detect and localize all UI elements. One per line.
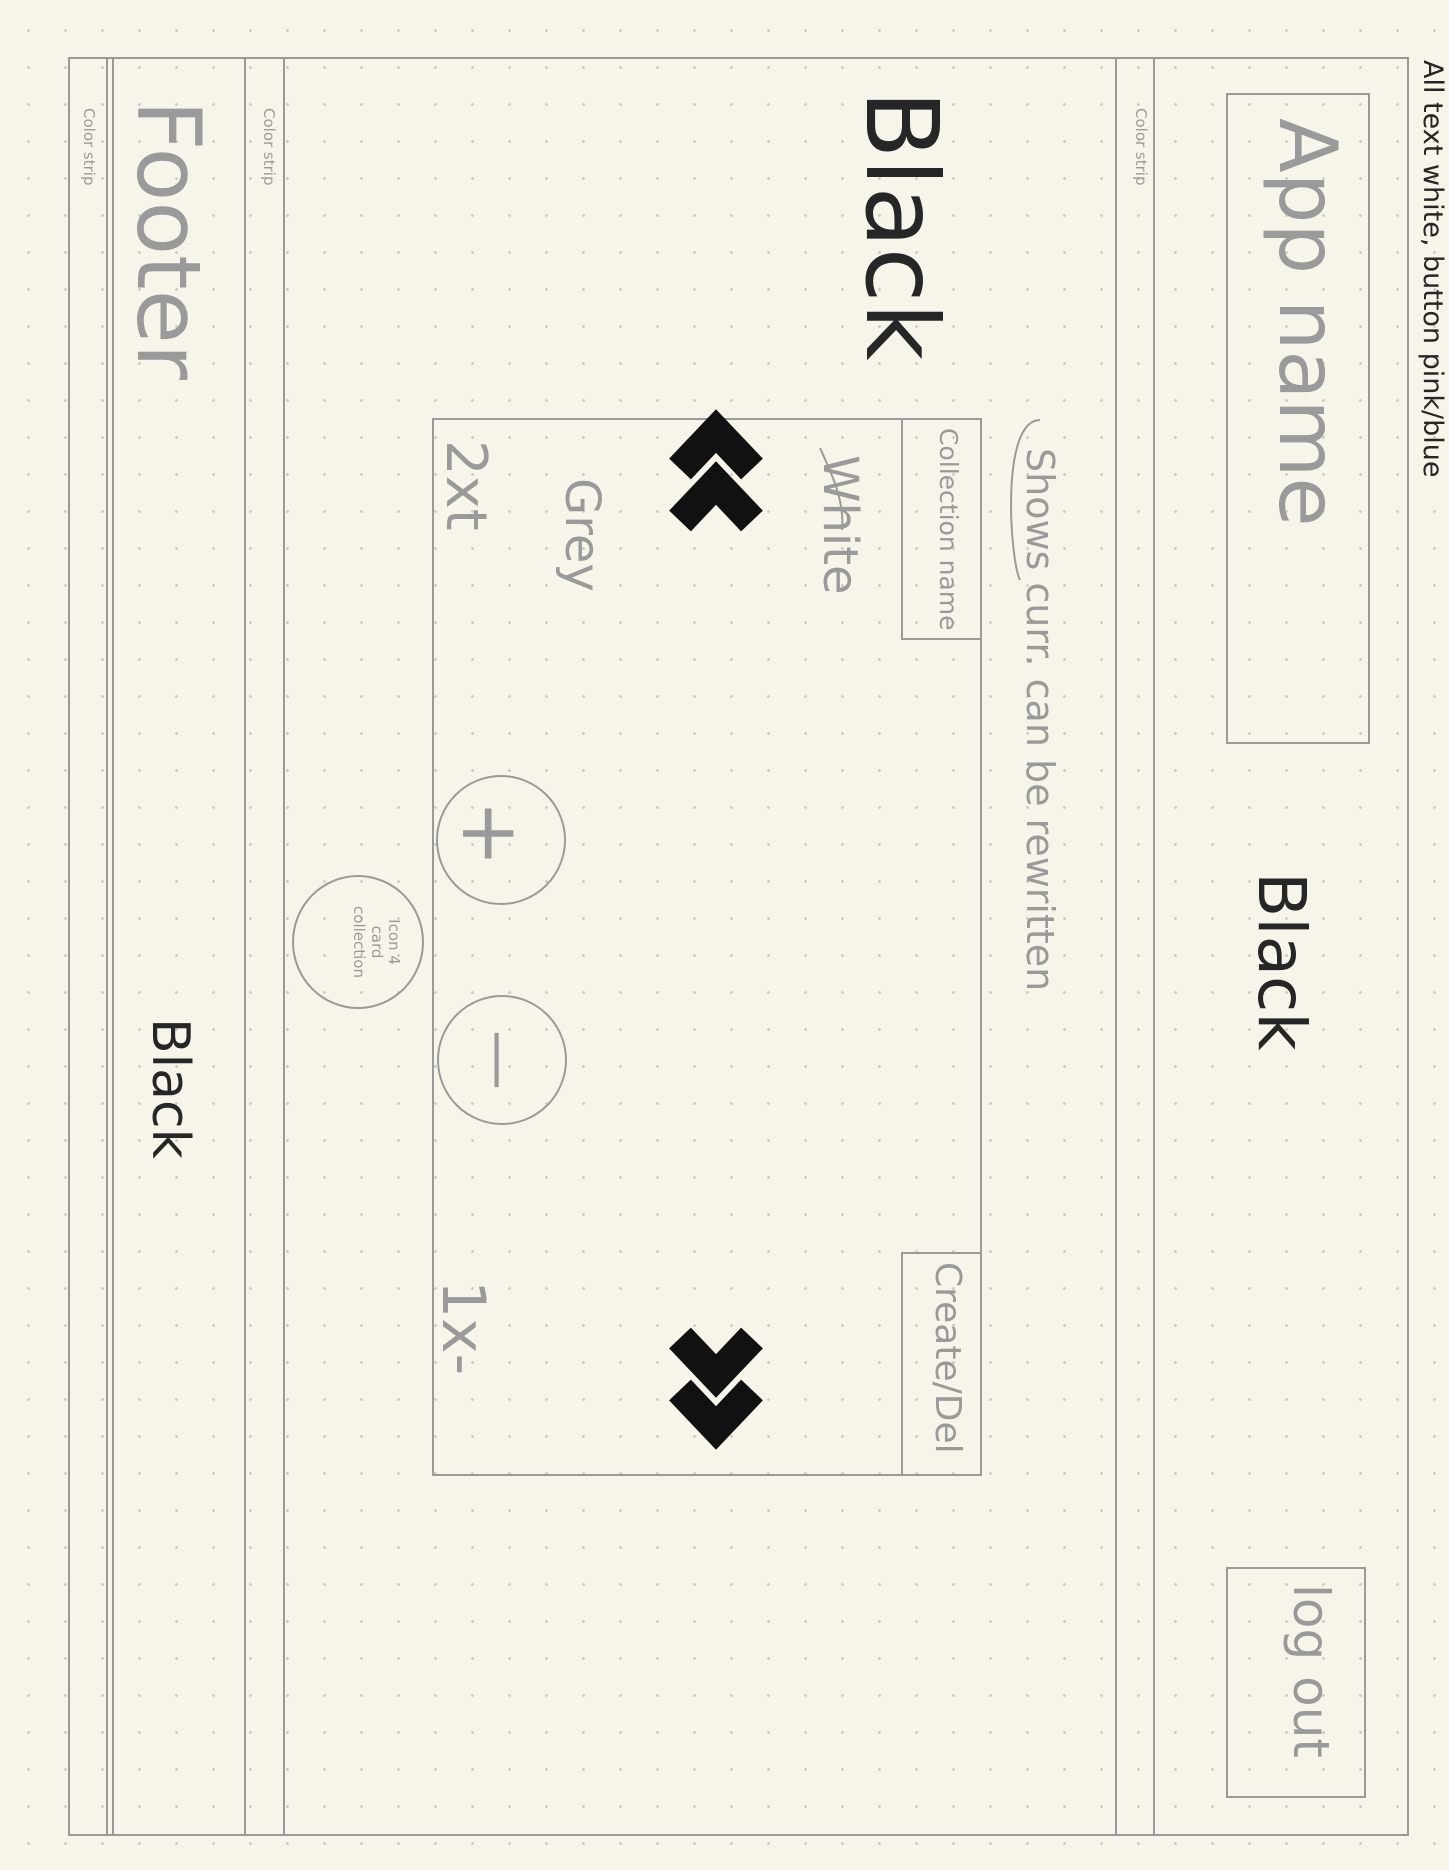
double-chevron-down-icon[interactable] bbox=[664, 1327, 794, 1460]
remove-button[interactable] bbox=[437, 995, 567, 1125]
add-button[interactable] bbox=[436, 775, 566, 905]
footer-strip-label: Color strip bbox=[260, 108, 278, 186]
footer-title: Footer bbox=[117, 100, 220, 380]
collection-name-box bbox=[901, 418, 982, 640]
grey-label: Grey bbox=[554, 478, 610, 592]
plus-icon: + bbox=[444, 800, 537, 868]
bottom-hint: 1x- bbox=[428, 1280, 498, 1376]
header-strip-line-right bbox=[1153, 57, 1155, 1836]
footer-color-label: Black bbox=[140, 1018, 200, 1159]
footer-edge-line-left bbox=[106, 57, 108, 1836]
footer-edge-label: Color strip bbox=[80, 108, 98, 186]
create-del-box bbox=[901, 1252, 982, 1476]
footer-strip-line-right bbox=[283, 57, 285, 1836]
collection-icon-label: Icon 4 card collection bbox=[350, 906, 404, 978]
footer-edge-line-right bbox=[112, 57, 114, 1836]
card-collection-icon[interactable] bbox=[292, 875, 424, 1009]
double-chevron-up-icon[interactable] bbox=[664, 409, 794, 555]
header-strip-line-left bbox=[1115, 57, 1117, 1836]
app-name-box bbox=[1226, 93, 1370, 744]
app-frame bbox=[68, 57, 1409, 1836]
minus-icon: — bbox=[465, 1030, 535, 1090]
white-label: White bbox=[812, 455, 868, 595]
logout-button[interactable] bbox=[1226, 1567, 1366, 1798]
collection-card bbox=[432, 418, 982, 1476]
create-del-button[interactable]: Create/Del bbox=[927, 1262, 968, 1454]
text-hint: 2xt bbox=[433, 440, 498, 531]
collection-name[interactable]: Collection name bbox=[934, 428, 963, 631]
footer-strip-line-left bbox=[244, 57, 246, 1836]
